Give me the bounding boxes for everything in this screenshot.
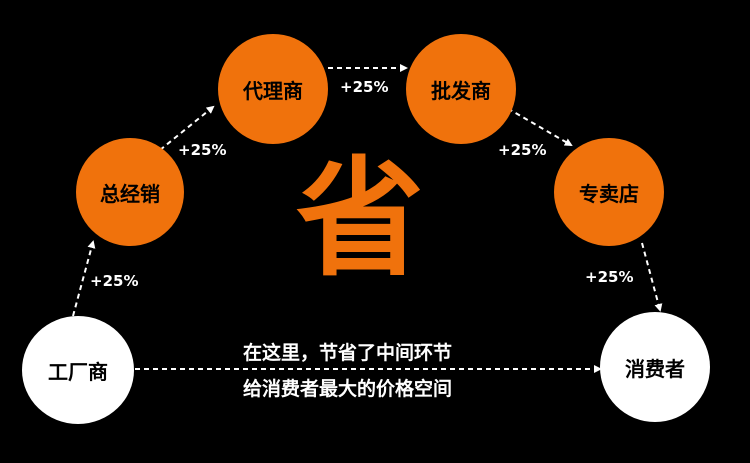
- node-distributor: 总经销: [76, 138, 184, 246]
- node-retailer-label: 专卖店: [579, 181, 639, 206]
- node-consumer-label: 消费者: [625, 356, 685, 381]
- node-agent-label: 代理商: [243, 78, 303, 103]
- markup-agent-to-wholesaler: +25%: [340, 78, 389, 96]
- node-factory: 工厂商: [22, 316, 134, 424]
- markup-wholesaler-to-retailer: +25%: [498, 141, 547, 159]
- arrow-retailer-to-consumer: [641, 242, 663, 312]
- node-distributor-label: 总经销: [100, 181, 160, 206]
- node-agent: 代理商: [218, 34, 328, 144]
- markup-retailer-to-consumer: +25%: [585, 268, 634, 286]
- caption-line-1: 在这里，节省了中间环节: [243, 342, 453, 364]
- markup-factory-to-distributor: +25%: [90, 272, 139, 290]
- arrow-wholesaler-to-retailer: [499, 103, 573, 147]
- node-wholesaler: 批发商: [406, 34, 516, 144]
- arrow-factory-to-distributor: [72, 240, 96, 317]
- center-save-character: 省: [296, 145, 425, 294]
- node-factory-label: 工厂商: [48, 359, 108, 384]
- node-consumer: 消费者: [600, 312, 710, 422]
- caption-line-2: 给消费者最大的价格空间: [243, 378, 453, 400]
- node-retailer: 专卖店: [554, 138, 664, 246]
- markup-distributor-to-agent: +25%: [178, 141, 227, 159]
- arrow-distributor-to-agent: [159, 105, 215, 151]
- node-wholesaler-label: 批发商: [431, 78, 491, 103]
